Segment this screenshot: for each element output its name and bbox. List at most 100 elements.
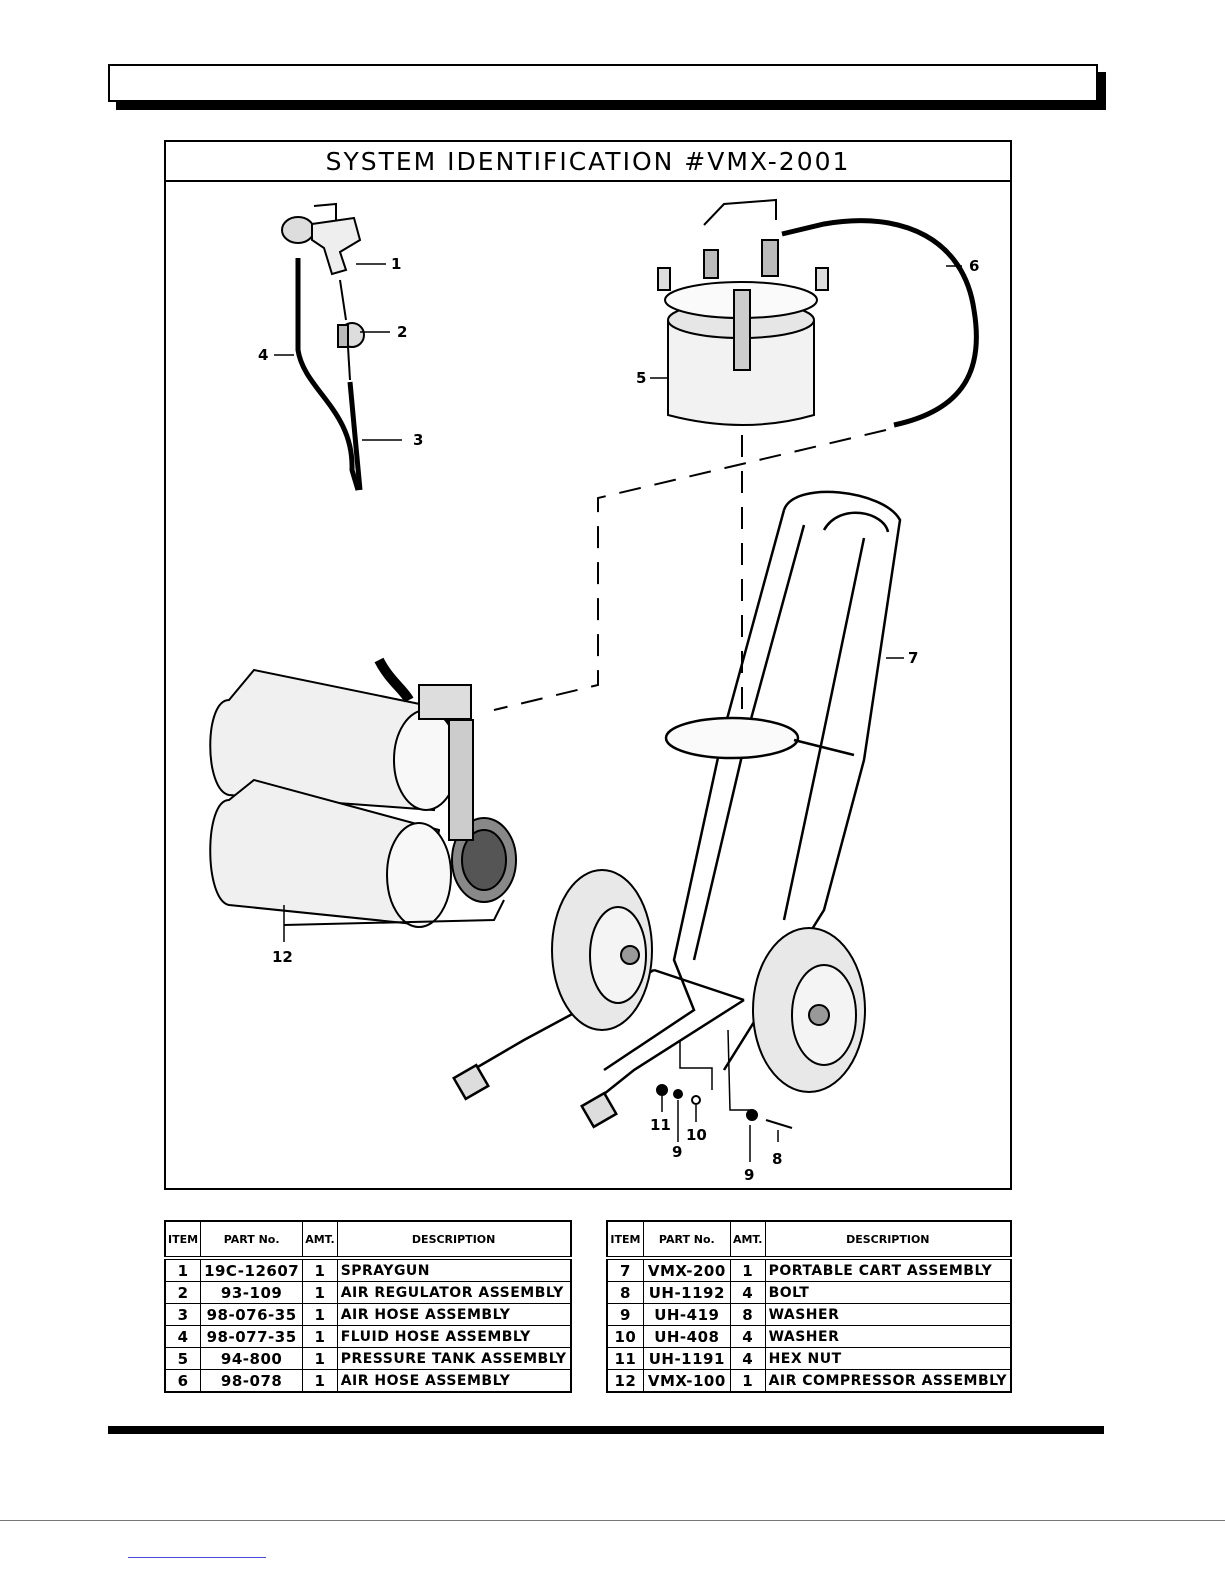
air-hose-6-drawing [781, 218, 979, 428]
part-no-cell: 19C-12607 [200, 1257, 304, 1282]
description-cell: WASHER [764, 1325, 1012, 1348]
callout-9b: 9 [744, 1166, 754, 1184]
part-no-cell: UH-1192 [642, 1281, 731, 1304]
amt-cell: 1 [302, 1281, 338, 1304]
fasteners-drawing [656, 1084, 793, 1129]
spraygun-drawing [281, 202, 362, 321]
description-cell: AIR HOSE ASSEMBLY [336, 1303, 572, 1326]
col-description: DESCRIPTION [764, 1220, 1012, 1260]
col-part-no: PART No. [642, 1220, 731, 1260]
pressure-tank-drawing [657, 198, 829, 426]
description-cell: SPRAYGUN [336, 1257, 572, 1282]
item-cell: 5 [164, 1347, 202, 1370]
description-cell: AIR REGULATOR ASSEMBLY [336, 1281, 572, 1304]
part-no-cell: UH-419 [642, 1303, 731, 1326]
callout-3: 3 [413, 431, 423, 449]
callout-6: 6 [969, 257, 979, 275]
air-regulator-drawing [337, 322, 365, 381]
col-description: DESCRIPTION [336, 1220, 572, 1260]
page-header-box [108, 64, 1098, 102]
callout-10: 10 [686, 1126, 707, 1144]
description-cell: HEX NUT [764, 1347, 1012, 1370]
part-no-cell: 98-078 [200, 1369, 304, 1393]
cart-wheels-drawing [551, 869, 866, 1093]
amt-cell: 1 [729, 1369, 766, 1393]
description-cell: PRESSURE TANK ASSEMBLY [336, 1347, 572, 1370]
portable-cart-drawing [452, 490, 902, 1129]
description-cell: AIR COMPRESSOR ASSEMBLY [764, 1369, 1012, 1393]
amt-cell: 1 [729, 1257, 766, 1282]
item-cell: 2 [164, 1281, 202, 1304]
part-no-cell: UH-408 [642, 1325, 731, 1348]
col-amt: AMT. [729, 1220, 766, 1260]
leader-lines [274, 263, 962, 1162]
amt-cell: 4 [729, 1325, 766, 1348]
item-cell: 8 [606, 1281, 644, 1304]
callout-11: 11 [650, 1116, 671, 1134]
exploded-parts-illustration: 1 2 3 4 5 6 7 8 9 9 10 11 12 [209, 198, 979, 1184]
amt-cell: 4 [729, 1347, 766, 1370]
fluid-hose-4-drawing [295, 258, 361, 491]
description-cell: FLUID HOSE ASSEMBLY [336, 1325, 572, 1348]
item-cell: 6 [164, 1369, 202, 1393]
item-cell: 3 [164, 1303, 202, 1326]
callout-1: 1 [391, 255, 401, 273]
item-cell: 9 [606, 1303, 644, 1326]
part-no-cell: 94-800 [200, 1347, 304, 1370]
col-part-no: PART No. [200, 1220, 304, 1260]
item-cell: 4 [164, 1325, 202, 1348]
air-compressor-drawing [209, 657, 517, 928]
part-no-cell: UH-1191 [642, 1347, 731, 1370]
amt-cell: 1 [302, 1257, 338, 1282]
callout-2: 2 [397, 323, 407, 341]
description-cell: WASHER [764, 1303, 1012, 1326]
dashed-connector [493, 429, 887, 711]
callout-8: 8 [772, 1150, 782, 1168]
part-no-cell: 98-076-35 [200, 1303, 304, 1326]
part-no-cell: 93-109 [200, 1281, 304, 1304]
description-cell: BOLT [764, 1281, 1012, 1304]
part-no-cell: 98-077-35 [200, 1325, 304, 1348]
item-cell: 12 [606, 1369, 644, 1393]
part-no-cell: VMX-100 [642, 1369, 731, 1393]
amt-cell: 1 [302, 1303, 338, 1326]
callout-7: 7 [908, 649, 918, 667]
amt-cell: 4 [729, 1281, 766, 1304]
callout-4: 4 [258, 346, 268, 364]
item-cell: 10 [606, 1325, 644, 1348]
air-hose-3-drawing [347, 381, 363, 491]
link-underline[interactable] [128, 1557, 266, 1558]
description-cell: AIR HOSE ASSEMBLY [336, 1369, 572, 1393]
part-no-cell: VMX-200 [642, 1257, 731, 1282]
item-cell: 1 [164, 1257, 202, 1282]
col-amt: AMT. [302, 1220, 338, 1260]
item-cell: 11 [606, 1347, 644, 1370]
amt-cell: 1 [302, 1347, 338, 1370]
col-item: ITEM [606, 1220, 644, 1260]
callout-9a: 9 [672, 1143, 682, 1161]
description-cell: PORTABLE CART ASSEMBLY [764, 1257, 1012, 1282]
amt-cell: 1 [302, 1325, 338, 1348]
figure-title: SYSTEM IDENTIFICATION #VMX-2001 [166, 142, 1010, 182]
footer-rule [108, 1426, 1104, 1434]
amt-cell: 1 [302, 1369, 338, 1393]
amt-cell: 8 [729, 1303, 766, 1326]
page-divider [0, 1520, 1225, 1521]
callout-5: 5 [636, 369, 646, 387]
col-item: ITEM [164, 1220, 202, 1260]
item-cell: 7 [606, 1257, 644, 1282]
